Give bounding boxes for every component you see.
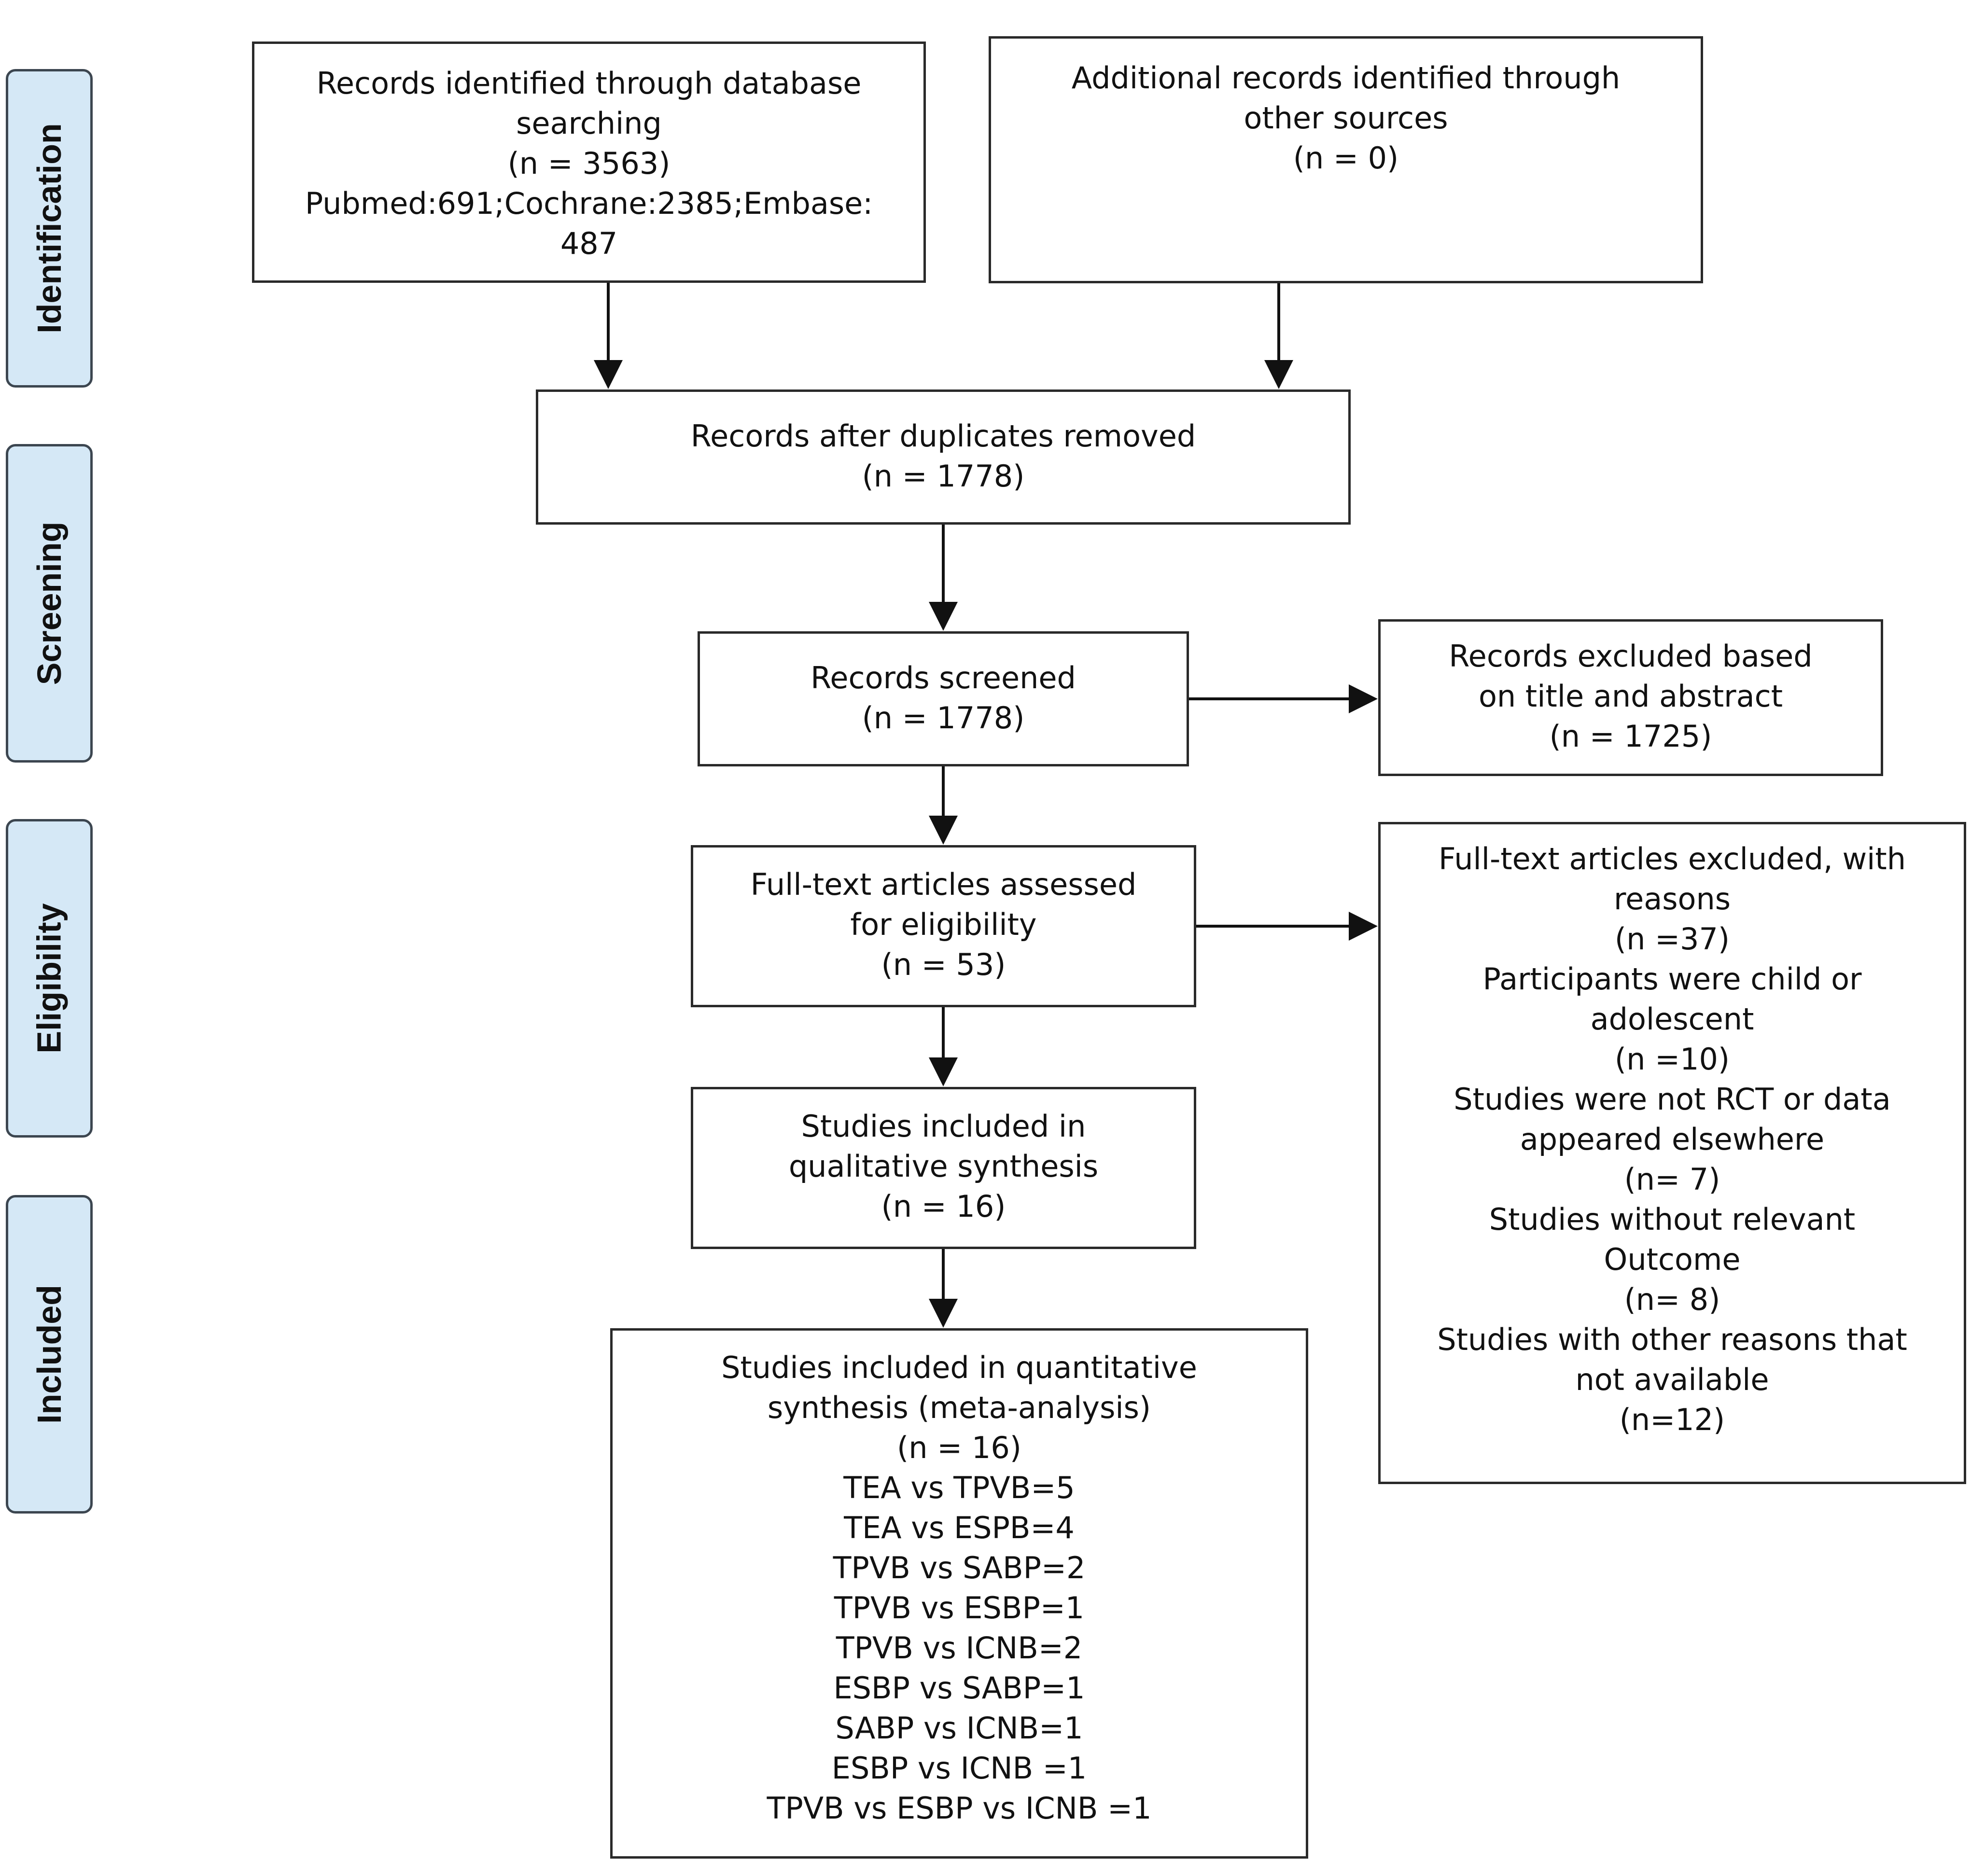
box-line: appeared elsewhere xyxy=(1520,1122,1825,1157)
box-line: Studies included in quantitative xyxy=(721,1350,1197,1385)
box-line: TPVB vs ESBP vs ICNB =1 xyxy=(767,1791,1152,1826)
phase-screening: Screening xyxy=(6,444,93,763)
box-line: (n = 1778) xyxy=(862,459,1025,494)
box-line: TEA vs TPVB=5 xyxy=(843,1470,1075,1505)
box-line: adolescent xyxy=(1590,1001,1754,1037)
box-line: Pubmed:691;Cochrane:2385;Embase: xyxy=(305,186,873,221)
box-line: not available xyxy=(1575,1362,1769,1397)
box-line: Participants were child or xyxy=(1482,961,1862,997)
box-line: TPVB vs ESBP=1 xyxy=(834,1590,1085,1626)
phase-identification: Identification xyxy=(6,69,93,388)
box-line: (n =37) xyxy=(1614,921,1730,957)
box-line: ESBP vs ICNB =1 xyxy=(831,1751,1087,1786)
box-line: qualitative synthesis xyxy=(788,1149,1099,1184)
box-line: TPVB vs SABP=2 xyxy=(833,1550,1086,1585)
box-line: Records identified through database xyxy=(316,66,862,101)
box-line: other sources xyxy=(1244,100,1448,136)
phase-included: Included xyxy=(6,1195,93,1514)
phase-eligibility: Eligibility xyxy=(6,819,93,1138)
box-line: Studies without relevant xyxy=(1489,1202,1856,1237)
box-records-screened: Records screened (n = 1778) xyxy=(698,631,1189,766)
box-line: (n = 1778) xyxy=(862,700,1025,736)
box-line: TEA vs ESPB=4 xyxy=(844,1510,1075,1545)
box-qualitative-synthesis: Studies included in qualitative synthesi… xyxy=(691,1087,1196,1249)
box-line: (n = 16) xyxy=(897,1430,1021,1465)
box-line: SABP vs ICNB=1 xyxy=(835,1710,1083,1746)
box-line: (n= 8) xyxy=(1624,1282,1720,1317)
box-line: Outcome xyxy=(1604,1242,1741,1277)
box-line: Records excluded based xyxy=(1449,639,1813,674)
box-database-records: Records identified through database sear… xyxy=(252,42,926,283)
box-line: Records after duplicates removed xyxy=(690,418,1196,454)
box-quantitative-synthesis: Studies included in quantitative synthes… xyxy=(610,1328,1308,1859)
box-line: on title and abstract xyxy=(1478,679,1783,714)
box-line: Full-text articles excluded, with xyxy=(1438,841,1906,876)
box-line: Full-text articles assessed xyxy=(750,867,1137,902)
box-line: 487 xyxy=(560,226,618,261)
box-line: Studies were not RCT or data xyxy=(1454,1082,1891,1117)
box-line: (n = 16) xyxy=(881,1189,1006,1224)
box-excluded-title-abstract: Records excluded based on title and abst… xyxy=(1378,619,1883,776)
box-line: (n =10) xyxy=(1614,1042,1730,1077)
box-line: Records screened xyxy=(811,660,1076,695)
box-line: reasons xyxy=(1613,881,1731,917)
box-line: TPVB vs ICNB=2 xyxy=(836,1630,1083,1666)
box-duplicates-removed: Records after duplicates removed (n = 17… xyxy=(536,389,1351,525)
box-line: (n = 3563) xyxy=(507,146,671,181)
box-line: (n= 7) xyxy=(1624,1162,1720,1197)
box-fulltext-excluded: Full-text articles excluded, with reason… xyxy=(1378,822,1966,1484)
box-fulltext-assessed: Full-text articles assessed for eligibil… xyxy=(691,845,1196,1007)
box-line: ESBP vs SABP=1 xyxy=(833,1670,1085,1706)
box-line: (n=12) xyxy=(1619,1402,1725,1437)
box-line: for eligibility xyxy=(850,907,1037,942)
box-line: (n = 53) xyxy=(881,947,1006,982)
box-line: Additional records identified through xyxy=(1071,60,1621,96)
box-line: Studies with other reasons that xyxy=(1437,1322,1907,1357)
box-line: Studies included in xyxy=(801,1109,1086,1144)
box-line: searching xyxy=(516,106,662,141)
box-line: (n = 0) xyxy=(1293,140,1399,176)
box-line: synthesis (meta-analysis) xyxy=(767,1390,1151,1425)
box-line: (n = 1725) xyxy=(1549,719,1712,754)
box-other-sources: Additional records identified through ot… xyxy=(989,36,1703,283)
